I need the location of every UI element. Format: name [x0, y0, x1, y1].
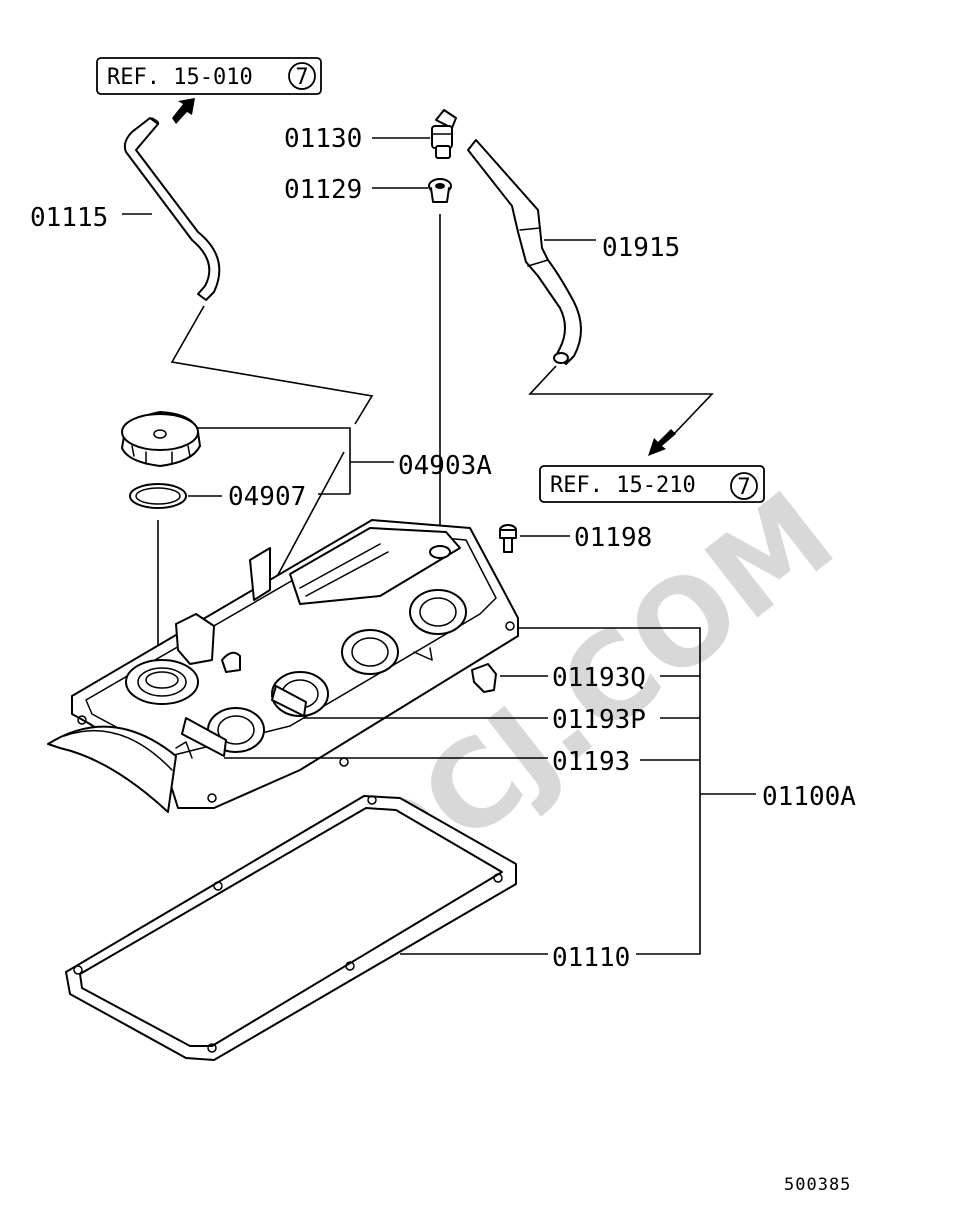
cap-gasket-04907[interactable] — [129, 483, 187, 509]
label-sticker-01193P[interactable] — [271, 685, 307, 717]
ref-box-15-210[interactable]: REF. 15-210 7 — [539, 465, 765, 503]
rocker-gasket-01110[interactable] — [65, 795, 517, 1061]
label-04907[interactable]: 04907 — [228, 482, 306, 512]
leader-01915-path — [528, 365, 714, 437]
label-01100A[interactable]: 01100A — [762, 782, 856, 812]
label-sticker-01193[interactable] — [175, 717, 227, 759]
ref-circled-15-010: 7 — [295, 65, 308, 90]
label-01110[interactable]: 01110 — [552, 943, 630, 973]
leader-04903A-bracket — [198, 427, 351, 494]
grommet-01129[interactable] — [428, 178, 452, 203]
clip-01193Q[interactable] — [471, 663, 497, 693]
circled-number-icon — [288, 62, 316, 90]
label-01130[interactable]: 01130 — [284, 124, 362, 154]
label-04903A[interactable]: 04903A — [398, 451, 492, 481]
ref-text-15-010: REF. 15-010 — [107, 65, 253, 90]
label-01198[interactable]: 01198 — [574, 523, 652, 553]
ref-circled-15-210: 7 — [737, 475, 750, 500]
ref-arrow-icon — [172, 98, 195, 124]
label-01193[interactable]: 01193 — [552, 747, 630, 777]
leader-01100A-bracket — [518, 627, 701, 955]
ref-box-15-010[interactable]: REF. 15-010 7 — [96, 57, 322, 95]
leader-01115-path — [170, 305, 374, 425]
ref-arrow-icon — [648, 429, 676, 456]
label-01129[interactable]: 01129 — [284, 175, 362, 205]
pcv-valve-01130[interactable] — [431, 109, 457, 159]
bolt-01198[interactable] — [499, 524, 517, 553]
oil-filler-cap-04903A[interactable] — [121, 411, 201, 467]
pcv-hose-01915[interactable] — [467, 139, 582, 365]
rocker-cover-01100A[interactable] — [47, 519, 519, 813]
ventilation-hose-01115[interactable] — [123, 117, 221, 301]
label-01915[interactable]: 01915 — [602, 233, 680, 263]
label-01115[interactable]: 01115 — [30, 203, 108, 233]
circled-number-icon — [730, 472, 758, 500]
diagram-code: 500385 — [784, 1175, 851, 1195]
label-01193Q[interactable]: 01193Q — [552, 663, 646, 693]
label-01193P[interactable]: 01193P — [552, 705, 646, 735]
ref-text-15-210: REF. 15-210 — [550, 473, 696, 498]
